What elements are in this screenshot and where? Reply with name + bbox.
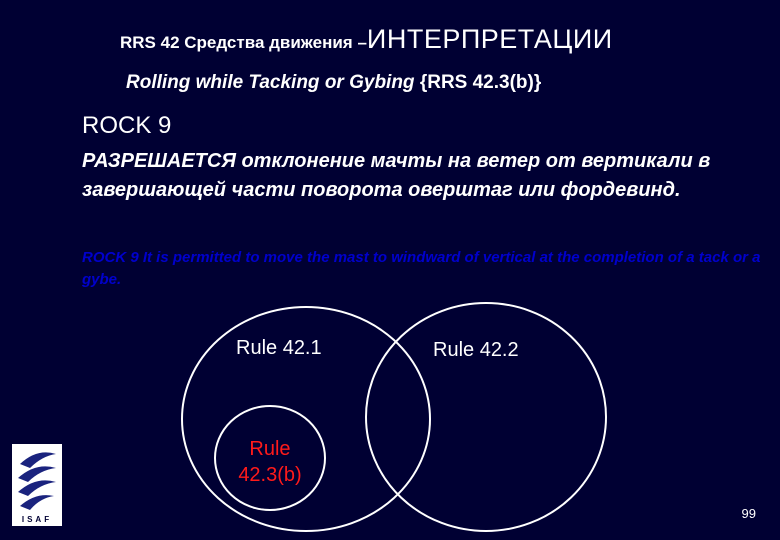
label-rule-42-1: Rule 42.1 <box>236 337 322 359</box>
rock-ru-rest: отклонение мачты на ветер от вертикали в… <box>82 150 711 201</box>
subtitle-italic: Rolling while Tacking or Gybing <box>126 72 420 93</box>
circle-rule-42-2 <box>365 302 607 532</box>
rock-text-russian: РАЗРЕШАЕТСЯ отклонение мачты на ветер от… <box>82 147 742 205</box>
isaf-logo-caption: ISAF <box>21 515 53 524</box>
title-main: ИНТЕРПРЕТАЦИИ <box>366 24 613 54</box>
title-prefix: RRS 42 Средства движения – <box>120 33 367 52</box>
page-number: 99 <box>741 506 756 521</box>
circle-rule-42-3b <box>214 405 326 511</box>
subtitle-rule-ref: {RRS 42.3(b)} <box>419 72 542 93</box>
rock-text-english: ROCK 9 It is permitted to move the mast … <box>82 249 761 288</box>
isaf-logo: ISAF <box>12 444 62 526</box>
slide-subtitle: Rolling while Tacking or Gybing {RRS 42.… <box>126 72 541 94</box>
label-rule-42-3b-line2: 42.3(b) <box>238 464 302 486</box>
slide-title: RRS 42 Средства движения –ИНТЕРПРЕТАЦИИ <box>120 24 613 55</box>
label-rule-42-3b-line1: Rule <box>249 438 291 460</box>
isaf-logo-icon <box>18 452 56 510</box>
circle-rule-42-1 <box>181 306 431 532</box>
label-rule-42-2: Rule 42.2 <box>433 339 519 361</box>
label-rule-42-3b: Rule 42.3(b) <box>222 436 318 488</box>
rock-ru-permitted: РАЗРЕШАЕТСЯ <box>82 150 236 172</box>
rock-heading: ROCK 9 <box>82 112 172 139</box>
